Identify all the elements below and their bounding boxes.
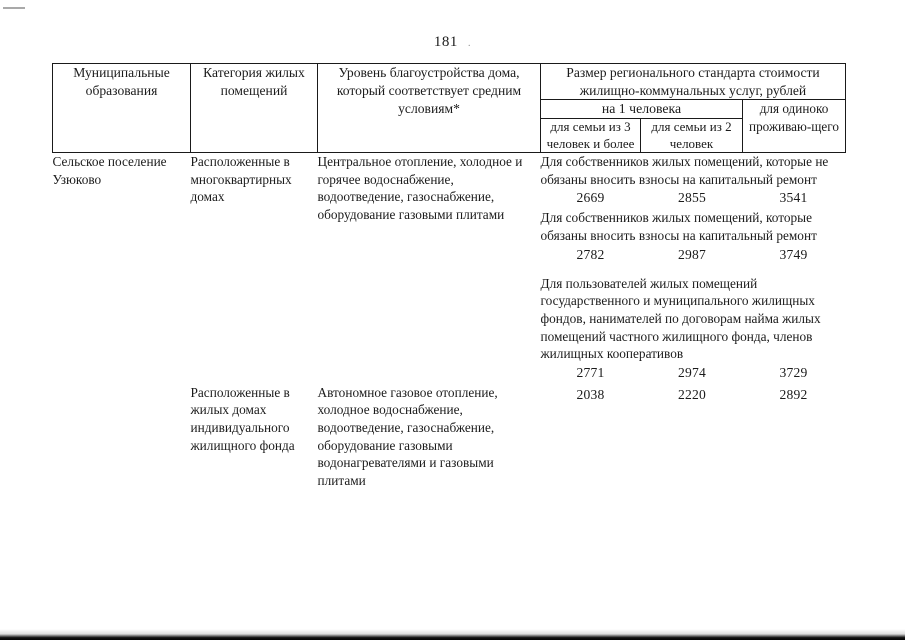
value-single-occupant: 3541 xyxy=(779,190,808,206)
value-group-note: Для пользователей жилых помещений госуда… xyxy=(540,275,821,362)
scan-artifact-top-left xyxy=(3,7,25,9)
value-group-note: Для собственников жилых помещений, котор… xyxy=(540,154,829,187)
table-row: Расположенные в жилых домах индивидуальн… xyxy=(53,384,846,489)
value-single-occupant: 3749 xyxy=(779,246,808,262)
cell-amenity-level: Центральное отопление, холодное и горяче… xyxy=(317,152,541,384)
cell-standard-values: Для собственников жилых помещений, котор… xyxy=(540,152,846,384)
header-standard-cost-band: Размер регионального стандарта стоимости… xyxy=(540,62,846,101)
value-family-3-or-more: 2669 xyxy=(576,190,605,206)
table-body: Сельское поселение Узюково Расположенные… xyxy=(52,152,846,490)
regional-standard-table-container: Муниципальные образования Категория жилы… xyxy=(52,62,846,490)
header-row-3: для семьи из 3 человек и более для семьи… xyxy=(53,118,846,154)
cell-standard-values: 2038 2220 2892 xyxy=(541,384,846,489)
value-family-of-2: 2974 xyxy=(678,364,706,380)
header-row-2: на 1 человека для одиноко проживаю-щего xyxy=(53,99,846,154)
value-family-3-or-more: 2782 xyxy=(576,246,605,262)
value-group-numbers: 2038 2220 2892 xyxy=(541,386,846,404)
value-family-3-or-more: 2771 xyxy=(576,364,605,380)
value-family-of-2: 2987 xyxy=(678,246,706,262)
cell-municipality: Сельское поселение Узюково xyxy=(52,152,191,384)
cell-housing-category: Расположенные в жилых домах индивидуальн… xyxy=(190,384,295,453)
page-number: 181. xyxy=(0,34,905,51)
table-header: Муниципальные образования Категория жилы… xyxy=(52,62,846,154)
value-family-of-2: 2220 xyxy=(678,386,706,402)
regional-standard-table: Муниципальные образования Категория жилы… xyxy=(52,62,846,490)
value-single-occupant: 3729 xyxy=(779,364,808,380)
header-family-of-2: для семьи из 2 человек xyxy=(640,118,743,154)
value-single-occupant: 2892 xyxy=(779,386,808,402)
scan-artifact-bottom-edge xyxy=(0,629,905,640)
page-number-value: 181 xyxy=(433,34,458,50)
value-group-note: Для собственников жилых помещений, котор… xyxy=(540,210,817,243)
value-family-of-2: 2855 xyxy=(678,190,706,206)
cell-housing-category: Расположенные в многоквартирных домах xyxy=(190,152,318,384)
value-group-numbers: 2782 2987 3749 xyxy=(541,246,846,264)
value-group-numbers: 2669 2855 3541 xyxy=(541,189,846,207)
header-municipalities: Муниципальные образования xyxy=(52,62,191,154)
header-single-occupant: для одиноко проживаю-щего xyxy=(742,99,846,154)
header-per-person-band: на 1 человека xyxy=(540,99,743,120)
header-housing-category: Категория жилых помещений xyxy=(190,62,318,154)
scan-speck: . xyxy=(467,36,472,49)
header-row-1: Муниципальные образования Категория жилы… xyxy=(52,62,846,154)
cell-amenity-level: Автономное газовое отопление, холодное в… xyxy=(317,384,498,488)
value-family-3-or-more: 2038 xyxy=(576,386,605,402)
table-row: Сельское поселение Узюково Расположенные… xyxy=(52,152,846,384)
header-family-3-or-more: для семьи из 3 человек и более xyxy=(540,118,641,154)
value-group-numbers: 2771 2974 3729 xyxy=(541,364,846,382)
cell-municipality xyxy=(53,384,191,489)
header-amenity-level: Уровень благоустройства дома, который со… xyxy=(317,62,541,154)
